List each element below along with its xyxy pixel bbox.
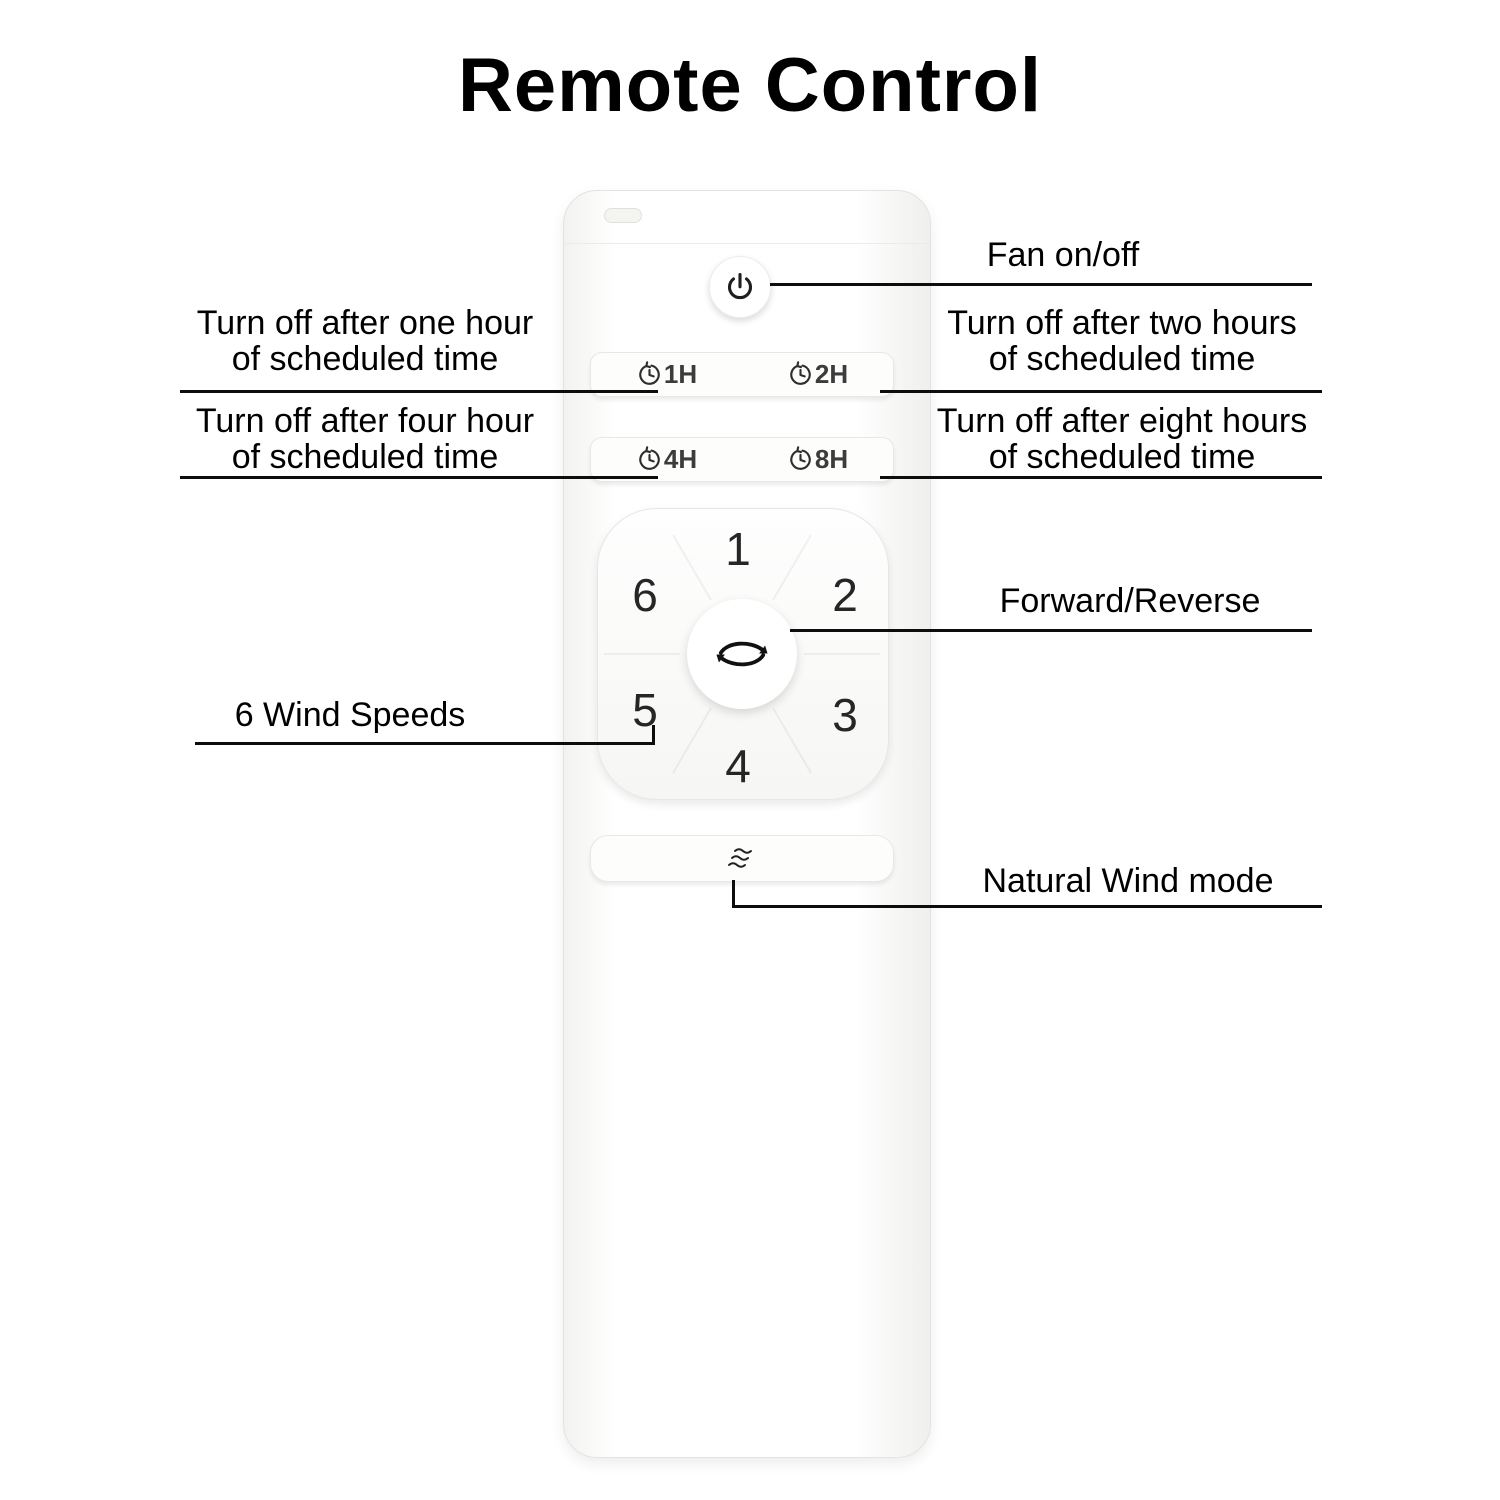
annotation-timer-2h-line1: Turn off after two hours (947, 304, 1297, 342)
annotation-timer-4h-line1: Turn off after four hour (195, 402, 535, 440)
timer-2h-label: 2H (814, 359, 849, 389)
leader-line-natural-wind (732, 905, 1322, 908)
annotation-timer-8h: Turn off after eight hours of scheduled … (887, 403, 1357, 475)
forward-reverse-button (687, 599, 797, 709)
power-button (709, 256, 771, 318)
timer-row-2: 4H 8H (590, 437, 894, 482)
annotation-timer-2h-line2: of scheduled time (988, 340, 1256, 378)
timer-row-1: 1H 2H (590, 352, 894, 397)
annotation-timer-8h-line2: of scheduled time (988, 438, 1256, 476)
speed-button-2: 2 (832, 569, 858, 621)
speed-button-6: 6 (632, 569, 658, 621)
annotation-timer-8h-line1: Turn off after eight hours (936, 402, 1308, 440)
leader-tick-natural-wind (732, 880, 735, 908)
timer-1h-button: 1H (591, 353, 742, 396)
wind-waves-icon (728, 847, 752, 868)
speed-button-3: 3 (832, 689, 858, 741)
timer-4h-label: 4H (663, 444, 698, 474)
annotation-timer-4h-line2: of scheduled time (231, 438, 499, 476)
annotation-timer-1h-line2: of scheduled time (231, 340, 499, 378)
speed-button-4: 4 (725, 740, 751, 792)
leader-line-fan-on-off (770, 283, 1312, 286)
speed-button-1: 1 (725, 523, 751, 575)
timer-4h-button: 4H (591, 438, 742, 481)
annotation-timer-1h: Turn off after one hour of scheduled tim… (130, 305, 600, 377)
annotation-forward-reverse: Forward/Reverse (999, 582, 1261, 620)
leader-line-timer-4h (180, 476, 658, 479)
leader-tick-wind-speeds (652, 725, 655, 745)
timer-clock-icon (639, 446, 660, 470)
timer-8h-label: 8H (814, 444, 849, 474)
timer-2h-button: 2H (742, 353, 893, 396)
leader-line-forward-reverse (790, 629, 1312, 632)
speed-pad: 1 2 3 4 5 6 (597, 508, 889, 800)
timer-clock-icon (790, 446, 811, 470)
leader-line-timer-8h (880, 476, 1322, 479)
timer-clock-icon (790, 361, 811, 385)
pad-divider-lines (604, 534, 880, 774)
leader-line-timer-2h (880, 390, 1322, 393)
timer-8h-button: 8H (742, 438, 893, 481)
leader-line-wind-speeds (195, 742, 655, 745)
remote-top-seam (564, 243, 930, 244)
annotation-fan-on-off: Fan on/off (986, 236, 1140, 274)
annotation-wind-speeds: 6 Wind Speeds (234, 696, 466, 734)
led-indicator (604, 208, 642, 223)
annotation-natural-wind: Natural Wind mode (982, 862, 1274, 900)
annotation-timer-1h-line1: Turn off after one hour (196, 304, 534, 342)
timer-1h-label: 1H (663, 359, 698, 389)
timer-clock-icon (639, 361, 660, 385)
power-icon (728, 272, 752, 300)
annotation-timer-2h: Turn off after two hours of scheduled ti… (887, 305, 1357, 377)
page-title: Remote Control (458, 43, 1042, 128)
leader-line-timer-1h (180, 390, 658, 393)
natural-wind-button (590, 835, 894, 882)
annotation-timer-4h: Turn off after four hour of scheduled ti… (130, 403, 600, 475)
forward-reverse-arrows-icon (716, 641, 768, 667)
remote-control-body (563, 190, 931, 1458)
